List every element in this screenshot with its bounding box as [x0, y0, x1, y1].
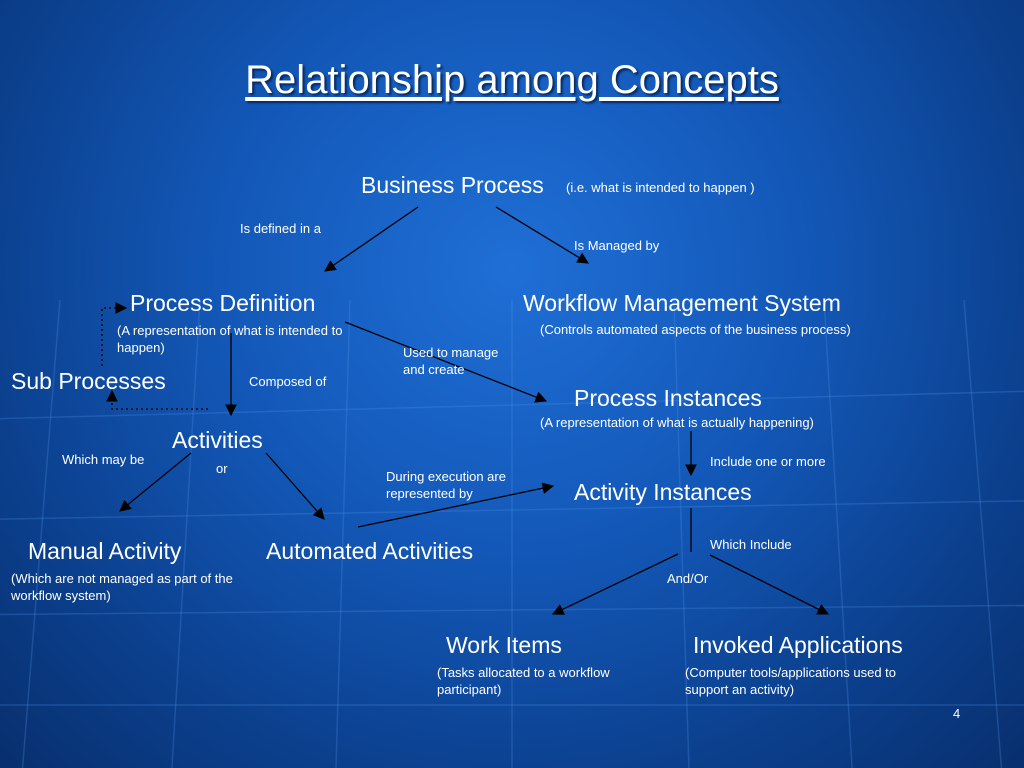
arrow-activities-to-automated [265, 452, 325, 520]
work-items-label: Work Items [446, 632, 562, 658]
edge-label-include-one-or-more: Include one or more [710, 454, 826, 469]
page-number: 4 [953, 706, 961, 721]
arrow-automated-to-ai [357, 482, 555, 528]
edge-label-or: or [216, 461, 228, 476]
arrow-activities-to-manual [119, 452, 192, 512]
edge-label-which-may-be: Which may be [62, 452, 145, 467]
edge-label-is-managed-by: Is Managed by [574, 238, 660, 253]
arrow-bp-to-wms [495, 206, 589, 264]
activity-instances-label: Activity Instances [574, 479, 752, 505]
arrow-bp-to-pd [324, 206, 419, 272]
edge-label-composed-of: Composed of [249, 374, 327, 389]
edge-label-used-to-manage: Used to manage and create [403, 345, 499, 377]
process-definition-label: Process Definition [130, 290, 316, 316]
arrow-ai-to-workitems [551, 553, 679, 615]
page-title: Relationship among Concepts [245, 58, 779, 102]
invoked-applications-note: (Computer tools/applications used to sup… [685, 665, 897, 697]
sub-processes-label: Sub Processes [11, 368, 166, 394]
process-instances-label: Process Instances [574, 385, 762, 411]
arrow-ai-to-invoked [709, 554, 830, 615]
edge-label-which-include: Which Include [710, 537, 792, 552]
business-process-label: Business Process [361, 172, 544, 198]
workflow-management-system-label: Workflow Management System [523, 290, 841, 316]
process-instances-note: (A representation of what is actually ha… [540, 415, 814, 430]
workflow-management-system-note: (Controls automated aspects of the busin… [540, 322, 851, 337]
work-items-note: (Tasks allocated to a workflow participa… [437, 665, 610, 697]
process-definition-note: (A representation of what is intended to… [117, 323, 343, 355]
edge-label-is-defined-in: Is defined in a [240, 221, 321, 236]
arrow-subprocesses-back [106, 389, 208, 410]
manual-activity-label: Manual Activity [28, 538, 182, 564]
automated-activities-label: Automated Activities [266, 538, 474, 564]
edge-label-during-execution: During execution are represented by [386, 469, 506, 501]
activities-label: Activities [172, 427, 263, 453]
edge-label-and-or: And/Or [667, 571, 709, 586]
invoked-applications-label: Invoked Applications [693, 632, 903, 658]
business-process-note: (i.e. what is intended to happen ) [566, 180, 755, 195]
manual-activity-note: (Which are not managed as part of the wo… [11, 571, 233, 603]
arrow-pd-to-pi [344, 321, 548, 403]
